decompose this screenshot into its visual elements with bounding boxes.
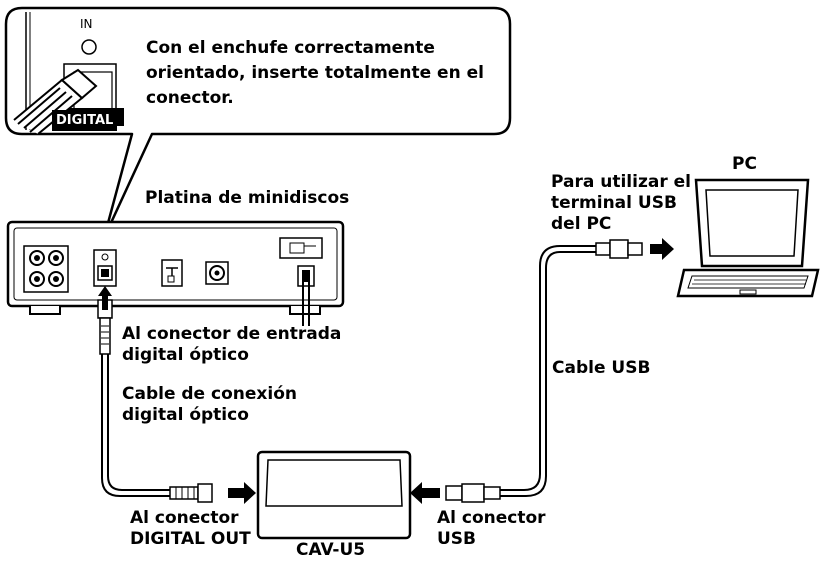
arrow-into-digital-out [228, 482, 256, 504]
laptop-pc [676, 178, 820, 298]
cav-u5-device [256, 450, 412, 540]
optical-cable-label: Cable de conexión digital óptico [122, 384, 297, 425]
arrow-into-usb-connector [410, 482, 440, 504]
usb-cable-label: Cable USB [552, 358, 651, 378]
port-label-in: IN [80, 17, 93, 31]
pc-label: PC [732, 154, 757, 174]
callout-instruction: Con el enchufe correctamente orientado, … [146, 38, 484, 108]
usb-connector-label: Al conector USB [437, 508, 546, 549]
usb-cable [445, 239, 643, 503]
arrow-into-pc [650, 238, 674, 260]
optical-port-closeup [13, 12, 126, 135]
pc-usb-terminal-label: Para utilizar el terminal USB del PC [551, 172, 691, 234]
md-deck-label: Platina de minidiscos [145, 188, 350, 208]
arrow-into-optical-input [98, 286, 112, 310]
optical-input-label: Al conector de entrada digital óptico [122, 324, 342, 365]
digital-out-label: Al conector DIGITAL OUT [130, 508, 251, 549]
deck-right-cable [302, 282, 310, 326]
md-deck-rear-panel [6, 220, 345, 315]
cav-u5-label: CAV-U5 [296, 540, 366, 560]
port-label-digital: DIGITAL [52, 110, 118, 131]
callout-box [4, 6, 512, 240]
optical-cable [97, 299, 213, 503]
